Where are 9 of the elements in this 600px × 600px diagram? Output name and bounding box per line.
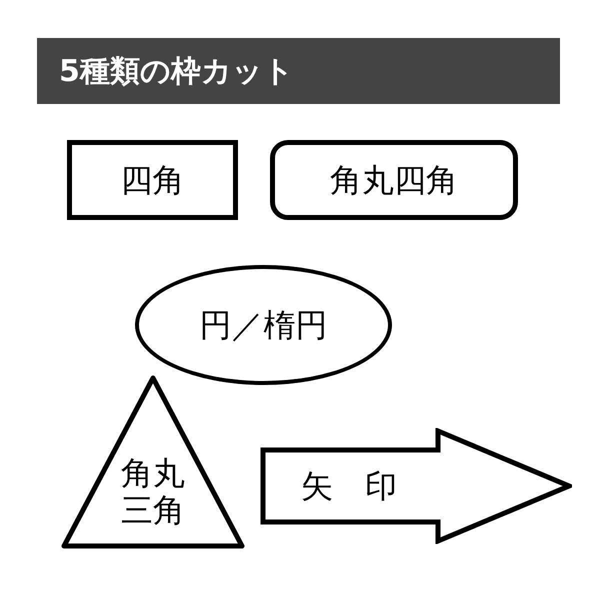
rounded-rectangle-frame xyxy=(270,140,518,220)
shape-label: 角丸四角 xyxy=(330,162,458,198)
title: 5種類の枠カット xyxy=(59,52,294,90)
arrow-frame xyxy=(260,428,572,544)
rectangle-frame xyxy=(67,140,238,220)
shape-label: 四角 xyxy=(120,162,184,198)
shape-label: 円／楕円 xyxy=(200,306,328,344)
shape-label: 角丸三角 xyxy=(120,455,186,529)
shape-label: 矢 印 xyxy=(301,468,397,504)
